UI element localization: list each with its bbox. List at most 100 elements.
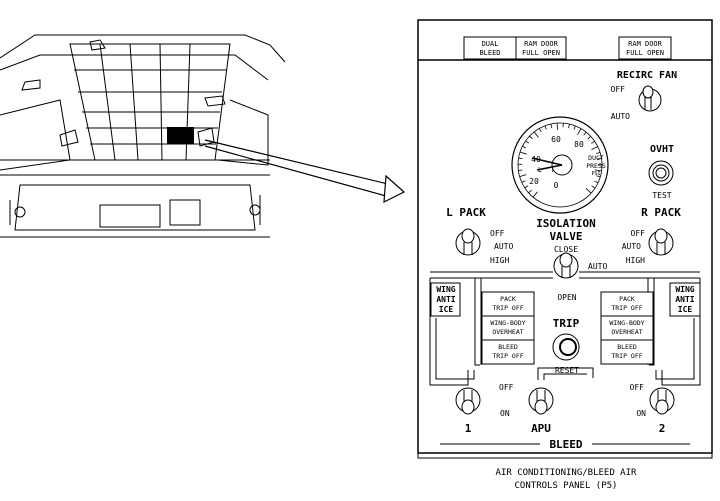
- bleed-2-switch[interactable]: 2: [649, 387, 675, 435]
- wai-right-line2: ANTI: [675, 295, 694, 304]
- gauge-tick-mark: [519, 151, 527, 155]
- left-wing-body-line2: OVERHEAT: [492, 328, 523, 336]
- gauge-tick-mark: [597, 158, 602, 160]
- dual-bleed-line2: BLEED: [479, 49, 500, 57]
- dual-bleed-line1: DUAL: [482, 40, 499, 48]
- ram-door-right-line1: RAM DOOR: [628, 40, 663, 48]
- bleed-1-on: ON: [500, 409, 510, 418]
- l-pack-title: L PACK: [446, 206, 486, 219]
- gauge-tick-mark: [525, 140, 530, 144]
- ram-door-left-line1: RAM DOOR: [524, 40, 559, 48]
- bleed-2-off: OFF: [630, 383, 645, 392]
- r-pack-high: HIGH: [626, 256, 645, 265]
- left-pack-trip-line1: PACK: [500, 295, 516, 303]
- recirc-fan-title: RECIRC FAN: [617, 70, 677, 81]
- bleed-1-switch[interactable]: 1: [455, 387, 481, 435]
- trip-reset-label: RESET: [555, 366, 579, 375]
- wing-anti-ice-left: WING ANTI ICE: [430, 282, 461, 317]
- gauge-tick-mark: [573, 125, 576, 130]
- gauge-tick-mark: [585, 188, 592, 194]
- gauge-tick-mark: [594, 180, 599, 184]
- ovht-test-button[interactable]: OVHT TEST: [648, 144, 674, 200]
- right-pack-trip-line1: PACK: [619, 295, 635, 303]
- right-pack-trip-line2: TRIP OFF: [611, 304, 642, 312]
- wai-left-line3: ICE: [439, 305, 454, 314]
- caption-line2: CONTROLS PANEL (P5): [515, 481, 618, 491]
- ram-door-left-line2: FULL OPEN: [522, 49, 560, 57]
- isolation-valve-switch[interactable]: ISOLATION VALVE CLOSE AUTO OPEN: [536, 217, 607, 302]
- left-annunciator-stack: PACK TRIP OFF WING-BODY OVERHEAT BLEED T…: [481, 291, 535, 365]
- duct-pressure-gauge: 0 20 40 60 80 L R DUCT PRESS PSI: [511, 116, 609, 214]
- gauge-tick-60: 60: [551, 135, 561, 144]
- isolation-close: CLOSE: [554, 245, 578, 254]
- gauge-tick-mark: [533, 131, 539, 138]
- apu-bleed-switch[interactable]: APU: [528, 387, 554, 435]
- gauge-tick-mark: [591, 146, 598, 151]
- wing-anti-ice-right: WING ANTI ICE: [669, 282, 701, 317]
- right-bleed-trip-line1: BLEED: [617, 343, 637, 351]
- gauge-tick-mark: [594, 169, 602, 172]
- gauge-tick-mark: [544, 125, 547, 130]
- gauge-tick-mark: [519, 174, 527, 177]
- air-conditioning-panel: DUAL BLEED RAM DOOR FULL OPEN RAM DOOR F…: [417, 19, 713, 459]
- apu-label: APU: [531, 422, 551, 435]
- ram-door-right-line2: FULL OPEN: [626, 49, 664, 57]
- recirc-off-label: OFF: [611, 85, 626, 94]
- gauge-tick-mark: [538, 128, 542, 133]
- gauge-tick-mark: [577, 128, 582, 135]
- gauge-tick-mark: [521, 180, 526, 183]
- gauge-tick-mark: [524, 185, 529, 189]
- right-wing-body-line2: OVERHEAT: [611, 328, 642, 336]
- recirc-fan-switch[interactable]: RECIRC FAN OFF AUTO: [611, 70, 678, 121]
- gauge-tick-mark: [518, 157, 523, 160]
- gauge-tick-mark: [591, 140, 595, 144]
- right-annunciator-stack: PACK TRIP OFF WING-BODY OVERHEAT BLEED T…: [600, 291, 654, 365]
- gauge-tick-mark: [591, 185, 596, 189]
- gauge-tick-mark: [568, 123, 570, 129]
- isolation-open: OPEN: [557, 293, 576, 302]
- l-pack-off: OFF: [490, 229, 505, 238]
- wai-left-line2: ANTI: [436, 295, 455, 304]
- gauge-tick-mark: [529, 135, 533, 140]
- gauge-center-press: PRESS: [586, 162, 606, 170]
- gauge-tick-20: 20: [529, 177, 539, 186]
- gauge-tick-mark: [522, 145, 527, 149]
- l-pack-switch[interactable]: L PACK OFF AUTO HIGH: [446, 206, 513, 265]
- r-pack-auto: AUTO: [622, 242, 641, 251]
- wai-left-line1: WING: [436, 285, 455, 294]
- gauge-tick-mark: [518, 169, 523, 171]
- bleed-1-label: 1: [465, 422, 472, 435]
- right-wing-body-line1: WING-BODY: [609, 319, 644, 327]
- gauge-tick-mark: [596, 175, 601, 178]
- r-pack-title: R PACK: [641, 206, 681, 219]
- cockpit-overhead-sketch: [0, 34, 286, 238]
- gauge-center-duct: DUCT: [588, 154, 604, 162]
- gauge-center-psi: PSI: [591, 171, 600, 177]
- trip-title: TRIP: [553, 317, 580, 330]
- bleed-duct-lines: [429, 271, 701, 386]
- gauge-tick-mark: [587, 136, 591, 140]
- r-pack-switch[interactable]: R PACK OFF AUTO HIGH: [622, 206, 682, 265]
- l-pack-high: HIGH: [490, 256, 509, 265]
- wai-right-line3: ICE: [678, 305, 693, 314]
- right-bleed-trip-line2: TRIP OFF: [611, 352, 642, 360]
- l-pack-auto: AUTO: [494, 242, 513, 251]
- left-bleed-trip-line2: TRIP OFF: [492, 352, 523, 360]
- caption-line1: AIR CONDITIONING/BLEED AIR: [496, 468, 637, 478]
- gauge-tick-mark: [596, 151, 601, 154]
- ram-door-right-light: RAM DOOR FULL OPEN: [618, 36, 672, 60]
- isolation-title-line2: VALVE: [549, 230, 582, 243]
- bleed-2-label: 2: [659, 422, 666, 435]
- gauge-tick-mark: [583, 131, 587, 136]
- ovht-title: OVHT: [650, 144, 674, 155]
- highlighted-p5-panel: [167, 127, 194, 144]
- gauge-tick-mark: [532, 191, 538, 198]
- left-wing-body-line1: WING-BODY: [490, 319, 525, 327]
- wai-right-line1: WING: [675, 285, 694, 294]
- gauge-tick-0: 0: [554, 181, 559, 190]
- trip-reset-button[interactable]: TRIP RESET: [552, 317, 580, 375]
- r-pack-off: OFF: [631, 229, 646, 238]
- recirc-auto-label: AUTO: [611, 112, 630, 121]
- bleed-2-on: ON: [636, 409, 646, 418]
